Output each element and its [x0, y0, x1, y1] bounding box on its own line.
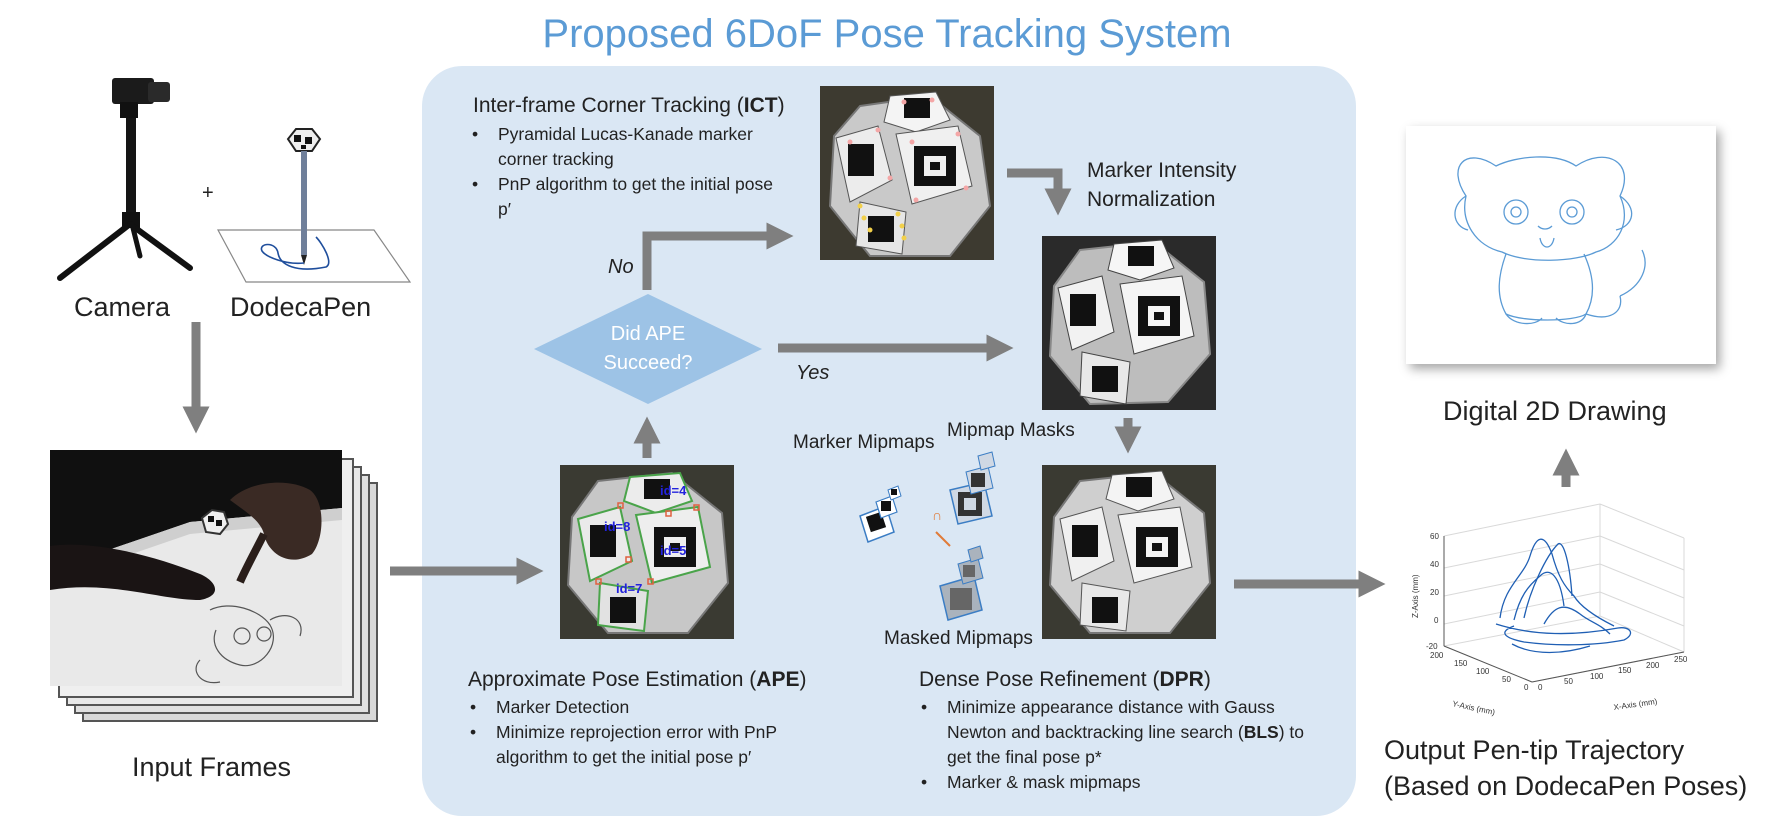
mipmaps-illustration: ∩ [859, 451, 996, 621]
marker-id-8: id=8 [604, 519, 630, 534]
input-frame-photo [50, 450, 342, 686]
intersect-symbol: ∩ [932, 507, 942, 523]
z-tick-40: 40 [1430, 560, 1439, 569]
y-tick-100: 100 [1476, 667, 1490, 676]
dpr-heading: Dense Pose Refinement (DPR) [919, 668, 1211, 691]
puppy-sketch [1454, 156, 1646, 325]
arrow-ict-to-normalized [1007, 168, 1072, 216]
ape-bullets: Marker Detection Minimize reprojection e… [468, 695, 848, 770]
ict-bullets: Pyramidal Lucas-Kanade marker corner tra… [470, 122, 790, 222]
x-tick-250: 250 [1674, 655, 1688, 664]
yes-label: Yes [796, 362, 830, 384]
ict-bullet-1: Pyramidal Lucas-Kanade marker corner tra… [470, 122, 790, 172]
ict-tracking-image [820, 86, 994, 260]
y-tick-150: 150 [1454, 659, 1468, 668]
camera-label: Camera [74, 292, 171, 322]
z-tick-0: 0 [1434, 616, 1439, 625]
ape-heading: Approximate Pose Estimation (APE) [468, 668, 807, 691]
dpr-bullet-2: Marker & mask mipmaps [919, 770, 1319, 795]
input-frames-stack [50, 450, 380, 722]
trajectory-label: Output Pen-tip Trajectory (Based on Dode… [1384, 732, 1747, 804]
normalized-marker-image [1042, 236, 1216, 410]
dpr-bullets: Minimize appearance distance with Gauss … [919, 695, 1319, 795]
dodecapen-illustration [216, 128, 412, 283]
decision-diamond [534, 294, 762, 404]
masked-mipmaps-label: Masked Mipmaps [884, 628, 1033, 649]
decision-text-line2: Succeed? [603, 352, 693, 374]
decision-text: Did APE Succeed? [532, 320, 764, 378]
y-tick-200: 200 [1430, 651, 1444, 660]
z-tick-neg20: -20 [1426, 642, 1438, 651]
dpr-bullet-1: Minimize appearance distance with Gauss … [919, 695, 1319, 770]
x-tick-50: 50 [1564, 677, 1573, 686]
x-tick-0: 0 [1538, 683, 1543, 692]
ict-bullet-2: PnP algorithm to get the initial pose p′ [470, 172, 790, 222]
x-tick-200: 200 [1646, 661, 1660, 670]
marker-mipmaps-label: Marker Mipmaps [793, 432, 935, 453]
ape-detection-image: id=4 id=8 id=5 id=7 [560, 465, 734, 639]
ape-bullet-1: Marker Detection [468, 695, 848, 720]
decision-text-line1: Did APE [610, 323, 686, 345]
input-frames-label: Input Frames [132, 752, 292, 782]
trajectory-label-line1: Output Pen-tip Trajectory [1384, 735, 1685, 765]
x-axis-label: X-Axis (mm) [1613, 697, 1658, 712]
normalization-label: Marker Intensity Normalization [1087, 159, 1237, 211]
arrow-decision-no-to-ict [642, 222, 794, 290]
z-tick-20: 20 [1430, 588, 1439, 597]
camera-illustration [57, 78, 193, 281]
no-label: No [608, 256, 634, 278]
y-tick-50: 50 [1502, 675, 1511, 684]
marker-id-7: id=7 [616, 581, 642, 596]
marker-id-5: id=5 [660, 543, 686, 558]
digital-drawing-label: Digital 2D Drawing [1443, 396, 1667, 426]
z-tick-60: 60 [1430, 532, 1439, 541]
plus-sign: + [202, 182, 214, 204]
mipmap-masks-label: Mipmap Masks [947, 420, 1075, 441]
x-tick-150: 150 [1618, 666, 1632, 675]
trajectory-3d-plot: 60 40 20 0 -20 200 150 100 50 0 0 50 100… [1411, 503, 1688, 717]
marker-mipmap-pyramid [859, 485, 902, 543]
marker-id-4: id=4 [660, 483, 687, 498]
trajectory-label-line2: (Based on DodecaPen Poses) [1384, 771, 1748, 801]
z-axis-label: Z-Axis (mm) [1411, 574, 1420, 618]
ape-bullet-2: Minimize reprojection error with PnP alg… [468, 720, 848, 770]
dodecapen-label: DodecaPen [230, 292, 372, 322]
dpr-refined-image [1042, 465, 1216, 639]
y-axis-label: Y-Axis (mm) [1452, 699, 1497, 717]
x-tick-100: 100 [1590, 672, 1604, 681]
mipmap-mask-pyramid [949, 451, 996, 525]
y-tick-0: 0 [1524, 683, 1529, 692]
digital-drawing-card [1406, 126, 1716, 364]
diagram-title: Proposed 6DoF Pose Tracking System [542, 12, 1232, 56]
ict-heading: Inter-frame Corner Tracking (ICT) [473, 94, 785, 117]
masked-mipmap-pyramid [939, 545, 984, 621]
